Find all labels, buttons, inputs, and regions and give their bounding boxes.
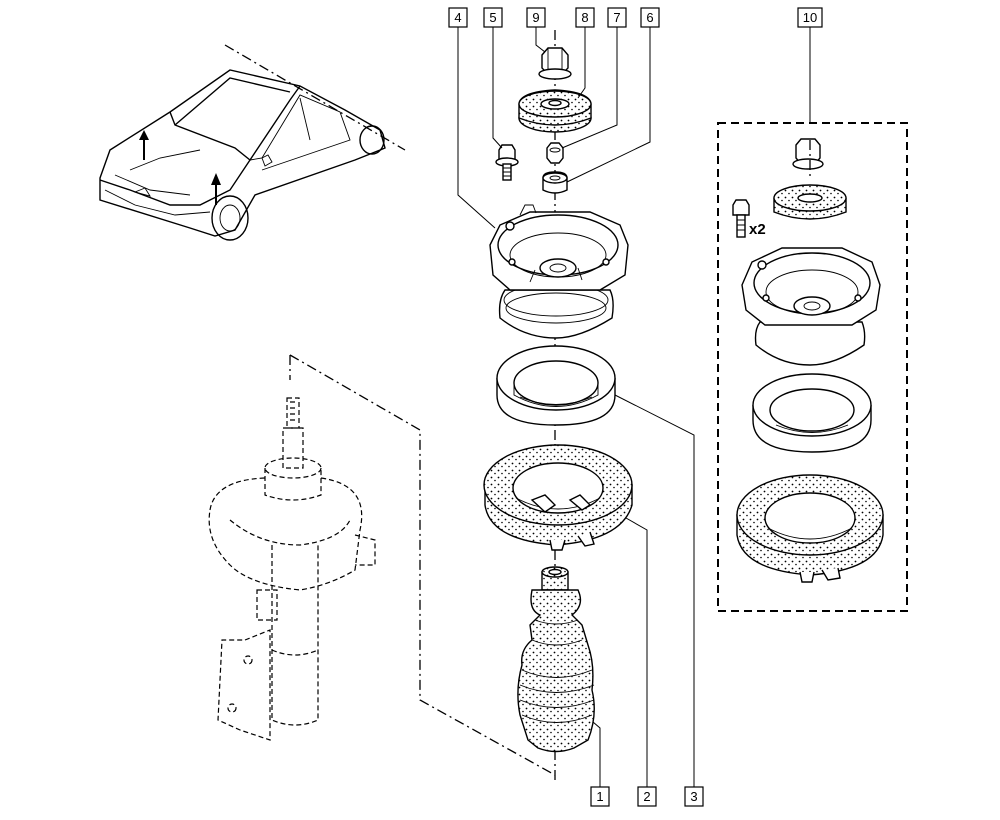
svg-text:4: 4 bbox=[454, 10, 461, 25]
bump-stop-part-1 bbox=[517, 566, 595, 753]
spring-seat-part-2 bbox=[483, 444, 633, 551]
car-location-illustration bbox=[99, 44, 406, 241]
kit-boundary bbox=[717, 122, 908, 612]
cup-washer-part-8 bbox=[518, 89, 592, 133]
callout-7: 7 bbox=[607, 7, 627, 28]
top-nut-part-9 bbox=[538, 47, 572, 80]
callout-leader-lines bbox=[457, 27, 811, 787]
self-locking-nut-part-7 bbox=[546, 142, 564, 164]
kit-bolt-quantity: x2 bbox=[749, 221, 766, 238]
callout-10: 10 bbox=[797, 7, 823, 28]
svg-text:7: 7 bbox=[613, 10, 620, 25]
svg-text:3: 3 bbox=[690, 789, 697, 804]
svg-text:8: 8 bbox=[581, 10, 588, 25]
kit-contents-part-10: x2 bbox=[732, 138, 884, 583]
callout-4: 4 bbox=[448, 7, 468, 28]
svg-text:6: 6 bbox=[646, 10, 653, 25]
callout-2: 2 bbox=[637, 786, 657, 807]
svg-text:2: 2 bbox=[643, 789, 650, 804]
fixing-bolt-part-5 bbox=[495, 144, 519, 181]
callout-6: 6 bbox=[640, 7, 660, 28]
strut-bearing-part-3 bbox=[496, 345, 616, 426]
upper-strut-mount-part-4 bbox=[489, 204, 629, 339]
callout-3: 3 bbox=[684, 786, 704, 807]
rubber-bushing-part-6 bbox=[542, 171, 568, 194]
svg-text:9: 9 bbox=[532, 10, 539, 25]
shock-absorber-strut-ghost bbox=[208, 354, 556, 776]
callout-9: 9 bbox=[526, 7, 546, 28]
callout-8: 8 bbox=[575, 7, 595, 28]
svg-text:5: 5 bbox=[489, 10, 496, 25]
callout-5: 5 bbox=[483, 7, 503, 28]
svg-text:1: 1 bbox=[596, 789, 603, 804]
callout-1: 1 bbox=[590, 786, 610, 807]
svg-text:10: 10 bbox=[803, 10, 817, 25]
